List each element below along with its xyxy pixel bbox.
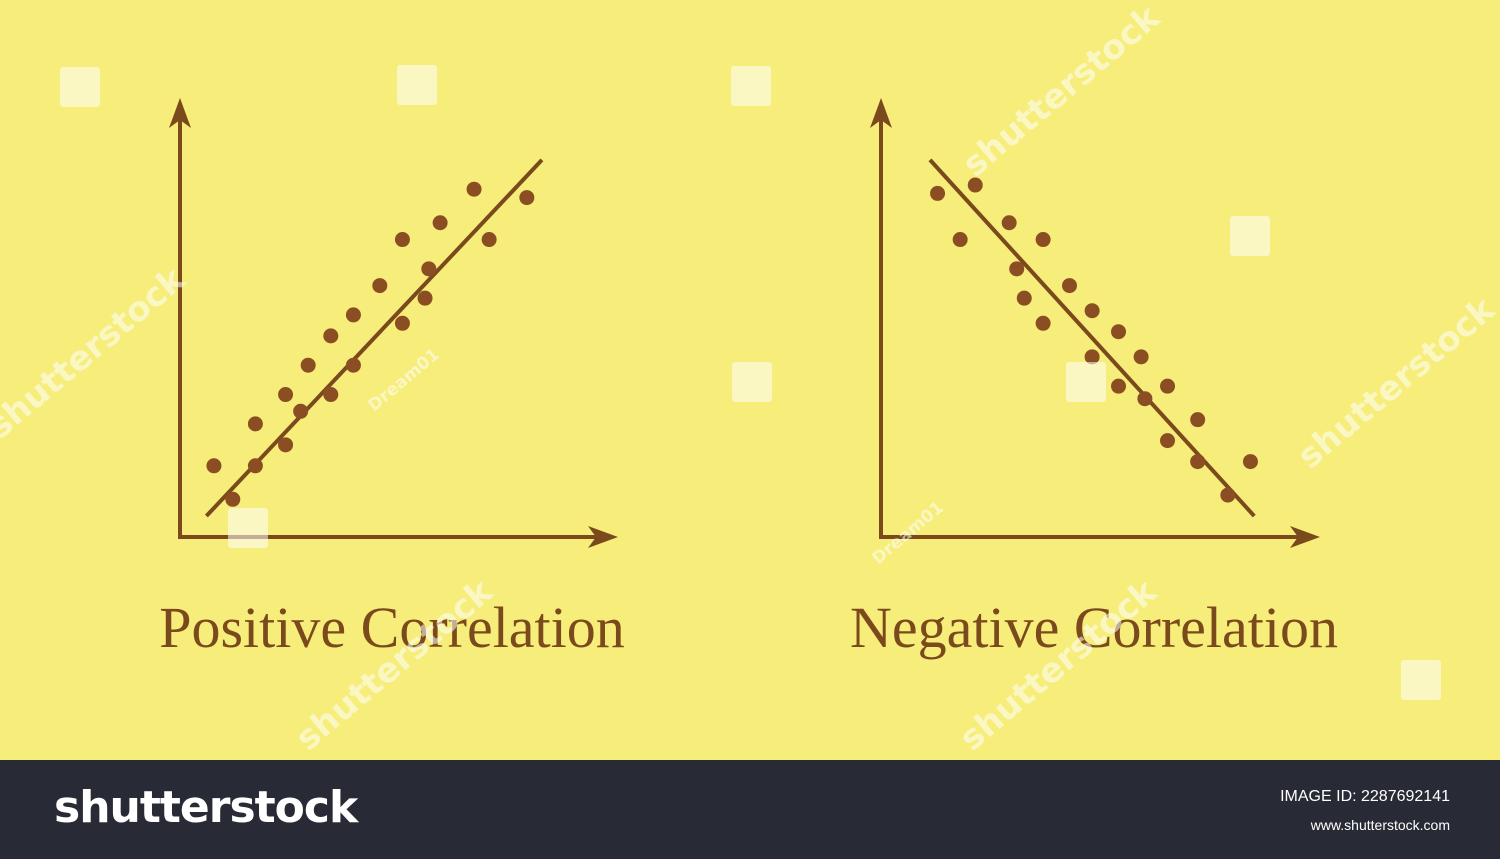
data-point: [466, 181, 482, 197]
data-point: [345, 307, 361, 323]
data-point: [421, 261, 437, 277]
data-point: [967, 177, 983, 193]
data-point: [278, 437, 294, 453]
negative-correlation-chart: Negative Correlation: [850, 98, 1338, 660]
data-point: [278, 387, 294, 403]
data-point: [1190, 412, 1206, 428]
data-point: [1084, 349, 1100, 365]
data-point: [1009, 261, 1025, 277]
footer-bar: [0, 760, 1500, 859]
footer-logo: shutterstock: [54, 782, 358, 833]
data-point: [345, 357, 361, 373]
chart-canvas: Positive Correlation Negative Correlatio…: [0, 0, 1500, 760]
chart-caption: Positive Correlation: [159, 595, 625, 660]
data-point: [417, 290, 433, 306]
data-point: [1133, 349, 1149, 365]
data-point: [1062, 278, 1077, 294]
watermark-logo-icon: [60, 67, 100, 107]
points-group: [206, 181, 535, 507]
data-point: [323, 328, 339, 344]
data-point: [1137, 391, 1153, 407]
data-point: [1160, 378, 1176, 394]
trend-line: [204, 158, 544, 518]
data-point: [1242, 454, 1258, 470]
data-point: [293, 403, 309, 419]
data-point: [1016, 290, 1032, 306]
watermark-logo-icon: [1230, 216, 1270, 256]
data-point: [372, 278, 388, 294]
data-point: [481, 232, 497, 248]
data-point: [1035, 315, 1051, 331]
data-point: [1190, 454, 1206, 470]
data-point: [225, 491, 241, 507]
watermark-logo-icon: [1066, 362, 1106, 402]
data-point: [952, 232, 968, 248]
data-point: [394, 315, 410, 331]
data-point: [1160, 433, 1176, 449]
data-point: [1035, 232, 1051, 248]
data-point: [1111, 324, 1127, 340]
data-point: [247, 458, 263, 474]
data-point: [1220, 487, 1236, 503]
points-group: [930, 177, 1258, 503]
y-axis-arrow: [169, 98, 191, 128]
data-point: [206, 458, 222, 474]
watermark-logo-icon: [732, 362, 772, 402]
chart-caption: Negative Correlation: [850, 595, 1338, 660]
data-point: [1001, 215, 1017, 231]
data-point: [394, 232, 410, 248]
footer-url: www.shutterstock.com: [1310, 817, 1450, 833]
data-point: [300, 357, 316, 373]
x-axis-arrow: [1290, 526, 1320, 548]
footer-image-id: IMAGE ID: 2287692141: [1280, 788, 1450, 805]
data-point: [323, 387, 339, 403]
watermark-logo-icon: [1401, 660, 1441, 700]
data-point: [1111, 378, 1127, 394]
data-point: [519, 190, 535, 206]
data-point: [247, 416, 263, 432]
y-axis-arrow: [870, 98, 892, 128]
watermark-logo-icon: [397, 65, 437, 105]
trend-line-group: [204, 158, 544, 518]
data-point: [432, 215, 448, 231]
watermark-logo-icon: [228, 508, 268, 548]
data-point: [930, 185, 946, 201]
data-point: [1084, 303, 1100, 319]
watermark-logo-icon: [731, 66, 771, 106]
x-axis-arrow: [588, 526, 618, 548]
